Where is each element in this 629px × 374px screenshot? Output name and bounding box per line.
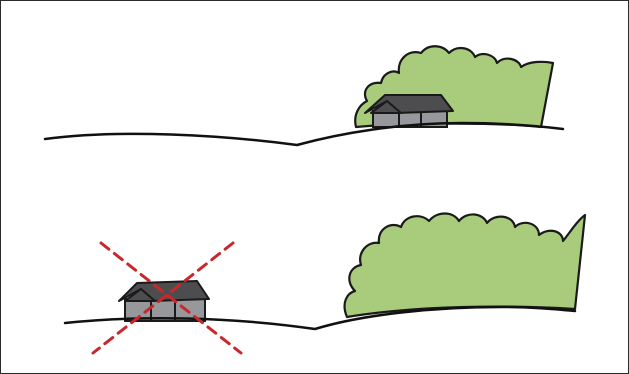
- top-panel: [45, 46, 563, 145]
- tree-canopy-icon: [345, 214, 585, 318]
- cross-line-2: [93, 243, 233, 353]
- ground-line-top: [45, 123, 563, 145]
- house-icon: [119, 281, 209, 321]
- bottom-panel: [65, 214, 585, 354]
